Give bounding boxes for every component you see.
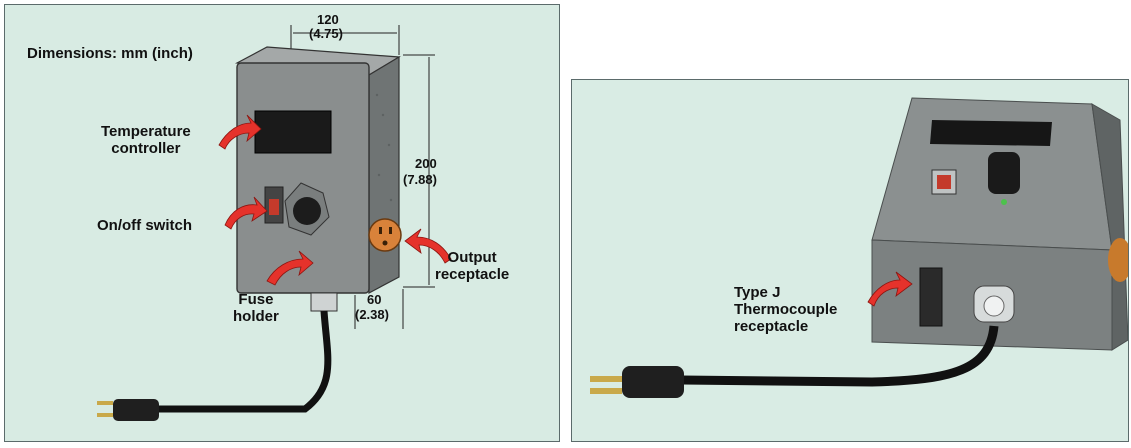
controller-display	[930, 120, 1052, 146]
right-enclosure-photo	[590, 97, 1128, 398]
dim-width-mm: 120	[317, 12, 339, 27]
dim-width-inch: (4.75)	[309, 26, 343, 41]
cable-gland	[973, 285, 1015, 323]
enclosure-box	[234, 46, 401, 294]
right-photo-panel: Type J Thermocouple receptacle	[571, 79, 1129, 442]
left-diagram-panel: Dimensions: mm (inch) 120 (4.75) 200 (7.…	[4, 4, 560, 442]
callout-arrows	[218, 114, 452, 286]
label-on-off-switch: On/off switch	[97, 217, 192, 234]
controller-display	[254, 110, 332, 154]
control-knob	[988, 152, 1020, 205]
on-off-switch	[931, 169, 957, 195]
dim-height-inch: (7.88)	[403, 172, 437, 187]
power-cord	[97, 292, 338, 421]
dimensions-note: Dimensions: mm (inch)	[27, 45, 193, 62]
on-off-switch	[264, 186, 284, 224]
output-receptacle	[368, 218, 402, 252]
label-temperature-controller: Temperature controller	[101, 123, 191, 157]
power-cord	[590, 325, 999, 398]
label-output-receptacle: Output receptacle	[435, 249, 510, 283]
fuse-holder-knob	[284, 182, 330, 236]
callout-arrow	[867, 271, 913, 307]
dim-depth-mm: 60	[367, 292, 382, 307]
dim-height-mm: 200	[415, 156, 437, 171]
label-fuse-holder: Fuse holder	[233, 291, 279, 325]
left-enclosure-drawing	[97, 25, 452, 421]
label-type-j-thermocouple: Type J Thermocouple receptacle	[734, 284, 838, 335]
thermocouple-receptacle	[919, 267, 943, 327]
dim-depth-inch: (2.38)	[355, 307, 389, 322]
